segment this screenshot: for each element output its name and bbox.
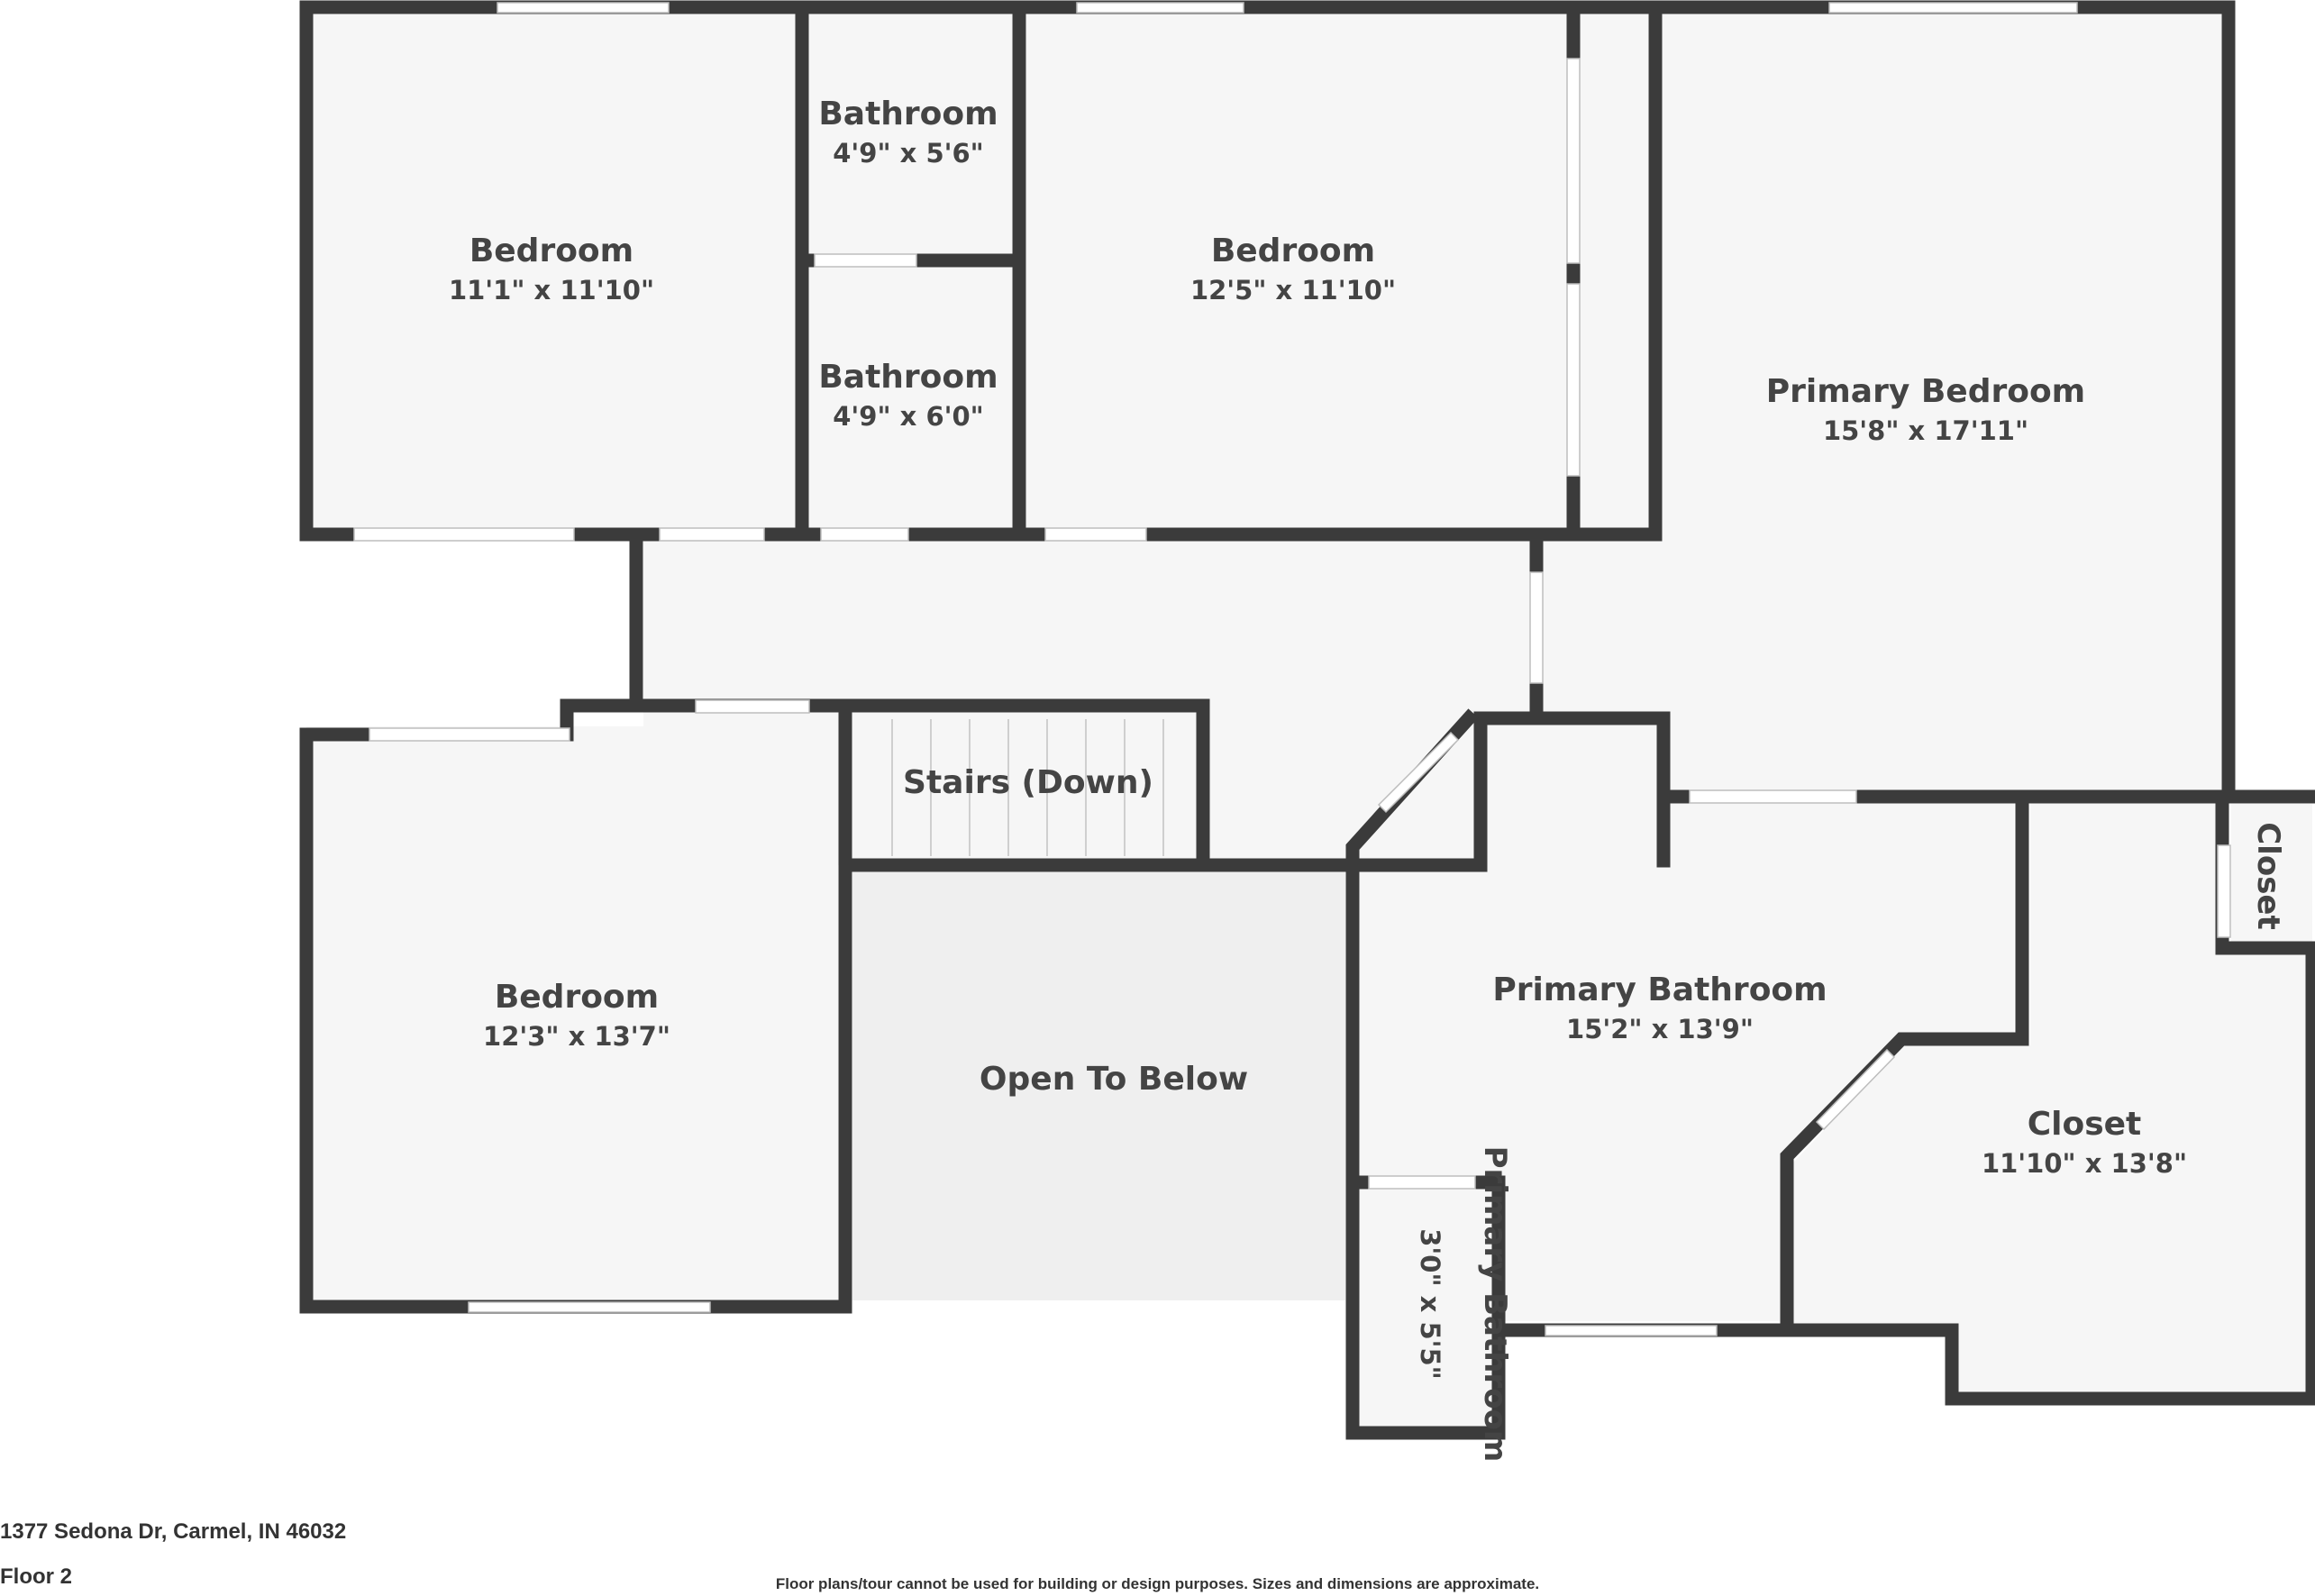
doorway xyxy=(1368,1175,1476,1190)
doorway xyxy=(369,727,570,742)
doorway xyxy=(1566,283,1581,477)
room-name: Closet xyxy=(2028,1106,2142,1143)
doorway xyxy=(1689,789,1857,804)
floor-primary-bedroom xyxy=(1663,14,2221,794)
room-dimensions: 11'10" x 13'8" xyxy=(1982,1148,2187,1179)
floor-bedroom-1 xyxy=(306,14,796,528)
room-dimensions: 4'9" x 5'6" xyxy=(833,138,984,169)
doorway xyxy=(1044,527,1147,542)
openings xyxy=(353,2,2231,1336)
doorway xyxy=(1377,731,1460,814)
room-name: Closet xyxy=(2250,822,2286,930)
floor-label: Floor 2 xyxy=(0,1564,73,1589)
room-dimensions: 15'8" x 17'11" xyxy=(1823,415,2028,446)
property-address: 1377 Sedona Dr, Carmel, IN 46032 xyxy=(0,1519,347,1544)
room-name: Stairs (Down) xyxy=(903,764,1153,801)
window xyxy=(1828,2,2078,14)
room-name: Bathroom xyxy=(818,96,998,132)
wall xyxy=(1780,789,2029,1337)
room-dimensions: 3'0" x 5'5" xyxy=(1415,1228,1445,1380)
wall xyxy=(1473,711,1671,872)
room-dimensions: 12'5" x 11'10" xyxy=(1190,275,1396,306)
floor-bathroom-1 xyxy=(808,14,1012,254)
room-labels: Bedroom 11'1" x 11'10" Bathroom 4'9" x 5… xyxy=(449,96,2286,1462)
floor-primary-bathroom xyxy=(1360,737,2014,1321)
window xyxy=(468,1301,711,1313)
room-dimensions: 4'9" x 6'0" xyxy=(833,401,984,432)
room-name: Open To Below xyxy=(980,1061,1248,1098)
floor-closet-large xyxy=(1793,803,2312,1392)
doorway xyxy=(2217,844,2231,938)
room-name: Primary Bathroom xyxy=(1492,971,1827,1008)
room-name: Primary Bathroom xyxy=(1477,1146,1513,1463)
doorway xyxy=(820,527,909,542)
room-name: Primary Bedroom xyxy=(1766,373,2085,410)
doorway xyxy=(1815,1048,1896,1131)
room-name: Bedroom xyxy=(1211,233,1375,269)
doorway xyxy=(814,253,917,268)
window xyxy=(1076,2,1244,14)
wall xyxy=(299,0,2236,803)
room-name: Bathroom xyxy=(818,359,998,396)
room-name: Bedroom xyxy=(469,233,633,269)
doorway xyxy=(1529,571,1544,684)
disclaimer-text: Floor plans/tour cannot be used for buil… xyxy=(775,1575,1540,1592)
room-dimensions: 11'1" x 11'10" xyxy=(449,275,654,306)
room-dimensions: 15'2" x 13'9" xyxy=(1566,1014,1754,1044)
window xyxy=(497,2,670,14)
doorway xyxy=(1566,58,1581,264)
stair-treads xyxy=(891,719,1164,856)
doorway xyxy=(353,527,575,542)
floor-bedroom-2 xyxy=(1026,14,1648,528)
floor-bathroom-2 xyxy=(808,268,1012,528)
window xyxy=(1545,1325,1718,1336)
wall xyxy=(1491,789,2315,1406)
room-floors xyxy=(306,14,2312,1427)
floor-stairs xyxy=(853,715,1203,859)
room-dimensions: 12'3" x 13'7" xyxy=(483,1021,670,1052)
floor-open-to-below xyxy=(852,872,1345,1300)
doorway xyxy=(695,699,810,714)
doorway xyxy=(659,527,765,542)
room-name: Bedroom xyxy=(495,979,659,1016)
floor-bedroom-3 xyxy=(306,726,838,1300)
floor-closet-small xyxy=(2231,804,2312,944)
wall xyxy=(629,698,1210,872)
floor-primary-bathroom-small xyxy=(1359,1190,1494,1427)
